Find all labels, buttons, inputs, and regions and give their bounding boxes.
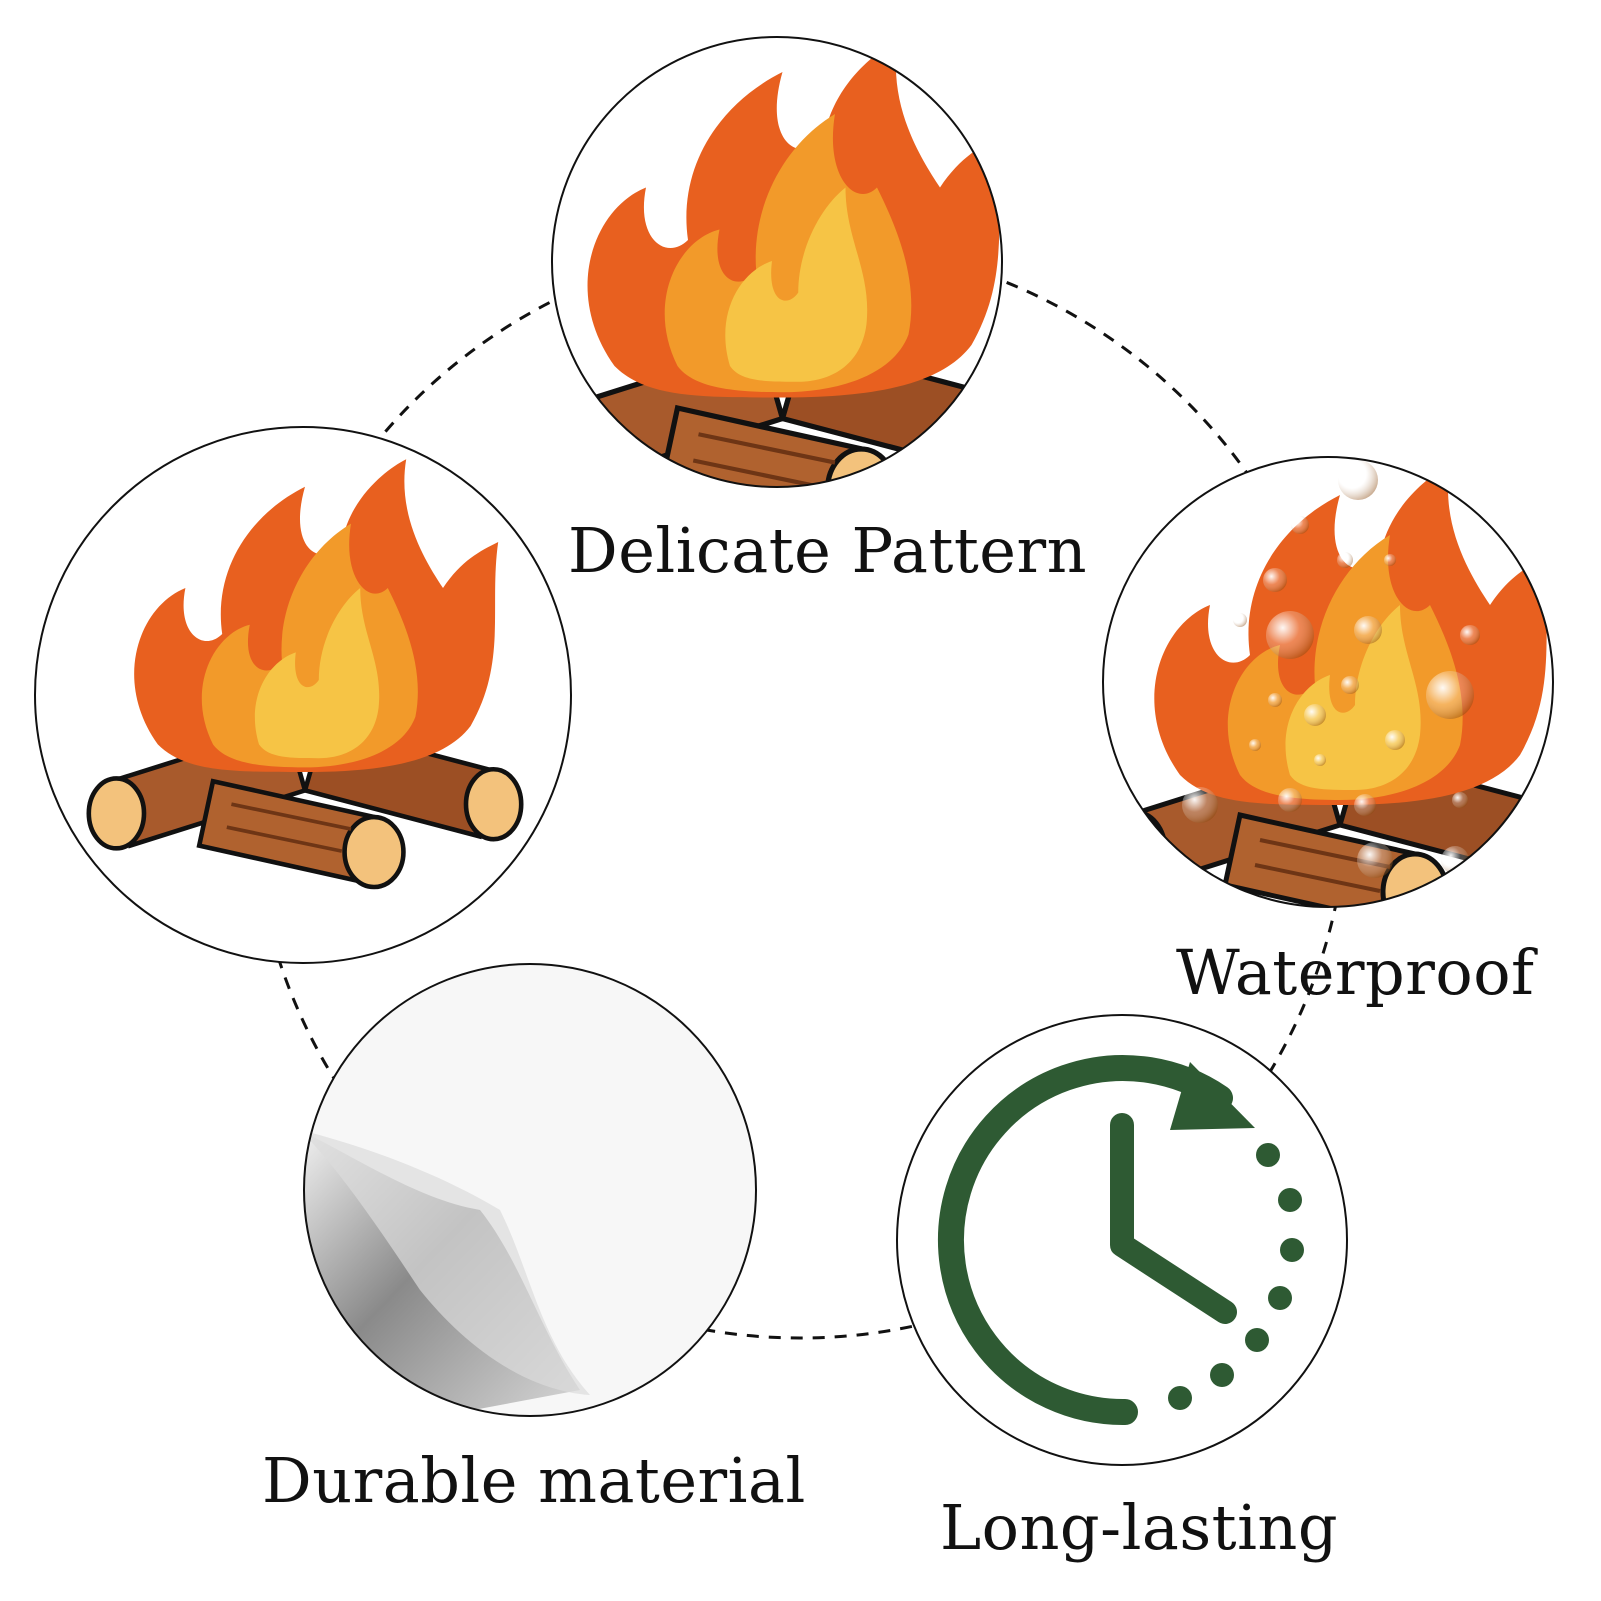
feature-label-waterproof: Waterproof [1176, 936, 1535, 1009]
campfire-sticker-badge [34, 426, 572, 964]
feature-label-delicate-pattern: Delicate Pattern [568, 514, 1088, 587]
long-lasting-badge [896, 1014, 1348, 1466]
water-droplets [1182, 460, 1480, 878]
feature-label-long-lasting: Long-lasting [940, 1491, 1339, 1564]
feature-label-durable-material: Durable material [262, 1444, 806, 1517]
durable-material-badge [303, 963, 757, 1417]
waterproof-badge [1102, 456, 1575, 930]
clock-refresh-icon [937, 1055, 1304, 1426]
peeling-sticker-icon [304, 964, 756, 1416]
waterproof-campfire-icon [1105, 460, 1575, 930]
delicate-pattern-badge [551, 36, 1003, 488]
